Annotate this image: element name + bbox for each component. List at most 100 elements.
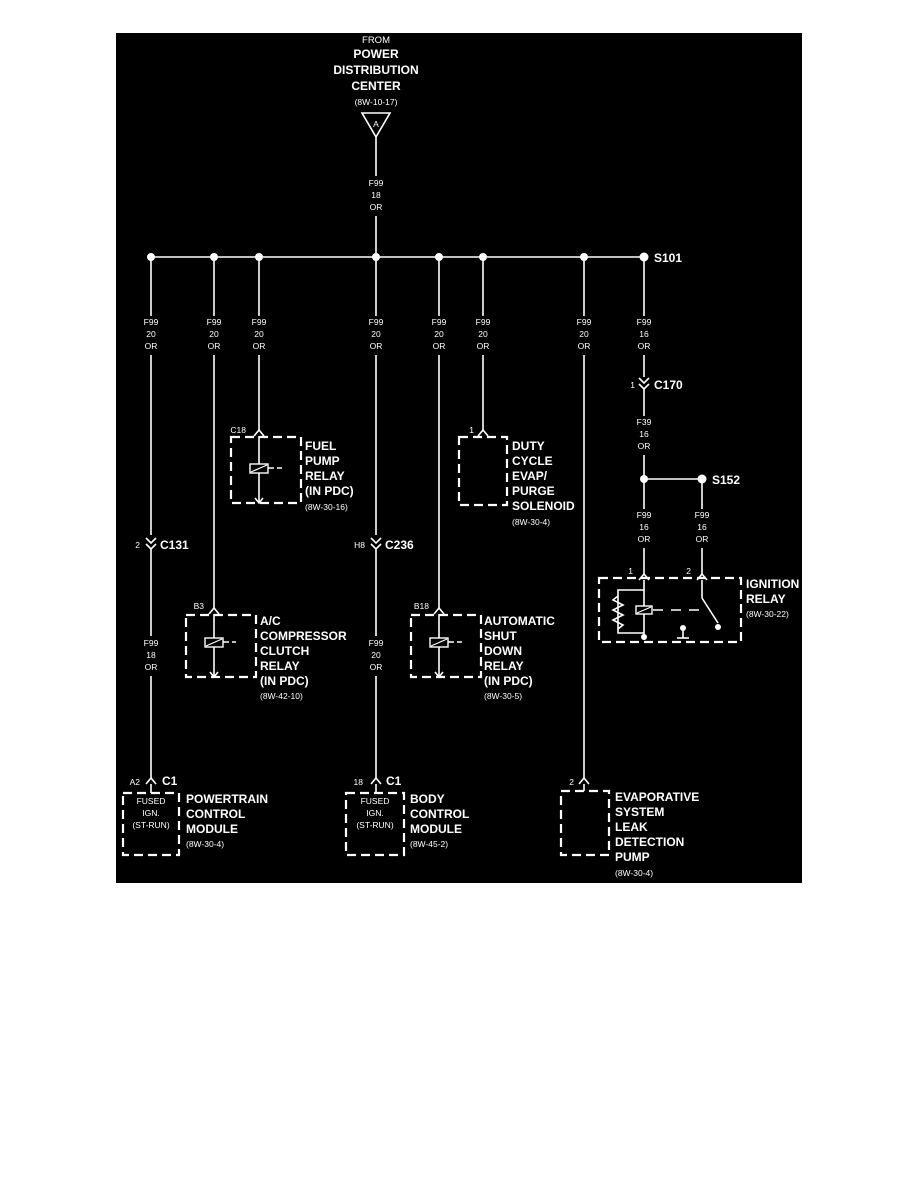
bcm-inner-label: FUSED [361, 796, 390, 806]
ignition-relay-contact [715, 624, 721, 630]
evap-pump-label: SYSTEM [615, 805, 664, 819]
connector-pin: 2 [686, 566, 691, 576]
source-name-line: DISTRIBUTION [333, 63, 418, 77]
source-name-line: CENTER [351, 79, 401, 93]
connector-c170-chevron [638, 383, 650, 391]
duty-cycle-ref: (8W-30-4) [512, 517, 550, 527]
wire-color: OR [638, 341, 651, 351]
wire-circuit: F99 [476, 317, 491, 327]
bcm-inner-label: (ST-RUN) [356, 820, 393, 830]
wire-gauge: 16 [639, 522, 649, 532]
duty-cycle-label: PURGE [512, 484, 555, 498]
wire-circuit: F99 [144, 638, 159, 648]
wire-gauge: 18 [371, 190, 381, 200]
ignition-relay-resistor-loop [617, 589, 644, 634]
connector-pin: B18 [414, 601, 429, 611]
evap-pump-label: EVAPORATIVE [615, 790, 699, 804]
asd-relay-coil [430, 638, 448, 647]
ignition-relay-ref: (8W-30-22) [746, 609, 789, 619]
fuel-pump-relay-label: (IN PDC) [305, 484, 354, 498]
fuel-pump-relay-label: FUEL [305, 439, 336, 453]
bcm-ref: (8W-45-2) [410, 839, 448, 849]
bcm-label: CONTROL [410, 807, 469, 821]
connector-pin: 2 [135, 540, 140, 550]
connector-pin: A2 [130, 777, 141, 787]
ac-relay-label: RELAY [260, 659, 300, 673]
connector-label-c1: C1 [162, 774, 178, 788]
connector-pin: H8 [354, 540, 365, 550]
ac-relay-label: CLUTCH [260, 644, 309, 658]
wire-circuit: F99 [369, 178, 384, 188]
connector-c236-chevron [370, 543, 382, 551]
fuel-pump-relay-label: RELAY [305, 469, 345, 483]
wire-circuit: F99 [695, 510, 710, 520]
ac-relay-label: COMPRESSOR [260, 629, 347, 643]
fuel-pump-relay-coil [250, 464, 268, 473]
connector-label-c1: C1 [386, 774, 402, 788]
wire-gauge: 20 [579, 329, 589, 339]
connector-c170-chevron [638, 377, 650, 385]
connector-pin: 1 [469, 425, 474, 435]
wire-color: OR [370, 202, 383, 212]
ignition-relay-resistor [611, 595, 625, 630]
asd-relay-label: RELAY [484, 659, 524, 673]
wire-circuit: F99 [252, 317, 267, 327]
ignition-relay-switch [701, 597, 719, 624]
asd-relay-box [409, 613, 483, 679]
connector-label-c170: C170 [654, 378, 683, 392]
wire-gauge: 16 [639, 329, 649, 339]
wire-color: OR [477, 341, 490, 351]
source-name-line: POWER [353, 47, 399, 61]
connector-c131-chevron [145, 543, 157, 551]
pcm-box [121, 791, 181, 857]
source-connector-label: A [373, 119, 379, 129]
wire-color: OR [578, 341, 591, 351]
pcm-label: CONTROL [186, 807, 245, 821]
connector-pin: 2 [569, 777, 574, 787]
connector-pin: 1 [628, 566, 633, 576]
ignition-relay-contact [680, 625, 686, 631]
asd-relay-connector-arrow [433, 606, 445, 615]
ac-relay-ground-arrow [209, 671, 219, 679]
fuel-pump-ground-arrow [254, 497, 264, 505]
connector-pin: C18 [230, 425, 246, 435]
connector-c131-chevron [145, 537, 157, 545]
bcm-connector-arrow [370, 776, 382, 785]
wire-gauge: 20 [371, 329, 381, 339]
pcm-inner-label: FUSED [137, 796, 166, 806]
branch-labels: F99 20 OR F99 20 OR F99 20 OR F99 20 OR … [144, 317, 652, 351]
wire-gauge: 16 [639, 429, 649, 439]
duty-cycle-box [457, 435, 509, 507]
bcm-box [344, 791, 406, 857]
connector-c236-chevron [370, 537, 382, 545]
connector-pin: 18 [354, 777, 364, 787]
fuel-pump-relay-label: PUMP [305, 454, 340, 468]
wire-circuit: F99 [207, 317, 222, 327]
asd-relay-label: SHUT [484, 629, 517, 643]
connector-label-c236: C236 [385, 538, 414, 552]
ac-relay-connector-arrow [208, 606, 220, 615]
pcm-connector-arrow [145, 776, 157, 785]
ignition-relay-box [597, 576, 743, 644]
wire-color: OR [638, 441, 651, 451]
duty-cycle-connector-arrow [477, 428, 489, 437]
asd-relay-label: DOWN [484, 644, 522, 658]
connector-label-c131: C131 [160, 538, 189, 552]
evap-pump-label: DETECTION [615, 835, 684, 849]
source-connector-triangle [360, 112, 392, 139]
wire-color: OR [253, 341, 266, 351]
pcm-inner-label: (ST-RUN) [132, 820, 169, 830]
wire-circuit: F99 [369, 317, 384, 327]
duty-cycle-label: DUTY [512, 439, 545, 453]
pcm-inner-label: IGN. [142, 808, 159, 818]
wire-color: OR [145, 341, 158, 351]
wire-gauge: 18 [146, 650, 156, 660]
ac-relay-label: A/C [260, 614, 281, 628]
wire-color: OR [638, 534, 651, 544]
bcm-inner-label: IGN. [366, 808, 383, 818]
branch-drops [150, 257, 645, 316]
wire-circuit: F99 [637, 510, 652, 520]
ac-relay-ref: (8W-42-10) [260, 691, 303, 701]
pcm-ref: (8W-30-4) [186, 839, 224, 849]
evap-pump-ref: (8W-30-4) [615, 868, 653, 878]
